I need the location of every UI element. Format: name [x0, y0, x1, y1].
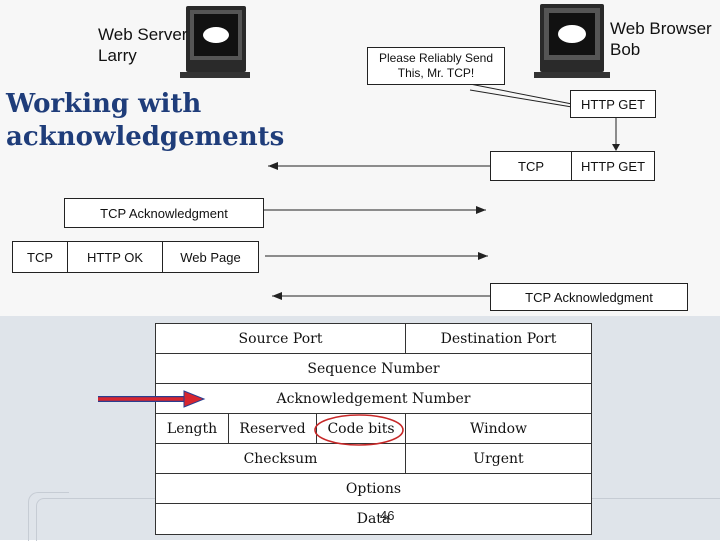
browser-label-line1: Web Browser [610, 19, 712, 38]
source-port-field: Source Port [238, 330, 323, 347]
col-divider [405, 413, 406, 473]
highlight-arrow [98, 390, 206, 408]
arrow-to-browser [262, 206, 486, 214]
page-number: 46 [380, 508, 395, 523]
note-line2: This, Mr. TCP! [397, 66, 475, 80]
note-pointer [469, 83, 573, 108]
note-line1: Please Reliably Send [378, 51, 494, 65]
msg-tcp: TCP [490, 151, 572, 181]
sequence-number-field: Sequence Number [307, 360, 440, 377]
row-divider [156, 503, 591, 504]
tcp-header-table: Source Port Destination Port Sequence Nu… [155, 323, 592, 535]
length-field: Length [166, 420, 218, 437]
code-bits-field: Code bits [327, 420, 395, 437]
col-divider [228, 413, 229, 443]
msg-tcp-2: TCP [12, 241, 68, 273]
note-callout: Please Reliably Send This, Mr. TCP! [367, 47, 505, 85]
highlight-circle [314, 414, 404, 446]
checksum-field: Checksum [243, 450, 318, 467]
row-divider [156, 413, 591, 414]
col-divider [316, 413, 317, 443]
window-field: Window [469, 420, 527, 437]
acknowledgement-number-field: Acknowledgement Number [276, 390, 471, 407]
arrow-to-server [268, 162, 490, 170]
options-field: Options [345, 480, 402, 497]
urgent-field: Urgent [473, 450, 524, 467]
title-line1: Working with [6, 89, 202, 119]
network-diagram [180, 4, 620, 300]
data-field: Data [356, 511, 391, 527]
slide-decoration-corner [28, 492, 69, 541]
browser-label-line2: Bob [610, 40, 641, 59]
row-divider [156, 383, 591, 384]
browser-label: Web Browser Bob [610, 18, 712, 60]
arrow-to-browser-2 [265, 252, 488, 260]
msg-tcp-ack-2: TCP Acknowledgment [490, 283, 688, 311]
title-line2: acknowledgements [6, 122, 285, 152]
col-divider [405, 324, 406, 353]
server-label: Web Server Larry [98, 24, 187, 66]
server-computer-icon [180, 6, 250, 78]
reserved-field: Reserved [239, 420, 306, 437]
browser-computer-icon [534, 4, 610, 78]
msg-http-get-2: HTTP GET [571, 151, 655, 181]
msg-web-page: Web Page [162, 241, 259, 273]
server-label-line2: Larry [98, 46, 137, 65]
msg-tcp-ack-1: TCP Acknowledgment [64, 198, 264, 228]
arrow-to-server-2 [272, 292, 490, 300]
row-divider [156, 353, 591, 354]
slide-title: Working with acknowledgements [6, 88, 326, 154]
destination-port-field: Destination Port [440, 330, 557, 347]
msg-http-ok: HTTP OK [67, 241, 163, 273]
server-label-line1: Web Server [98, 25, 188, 44]
down-arrow [612, 118, 620, 151]
msg-http-get: HTTP GET [570, 90, 656, 118]
row-divider [156, 473, 591, 474]
